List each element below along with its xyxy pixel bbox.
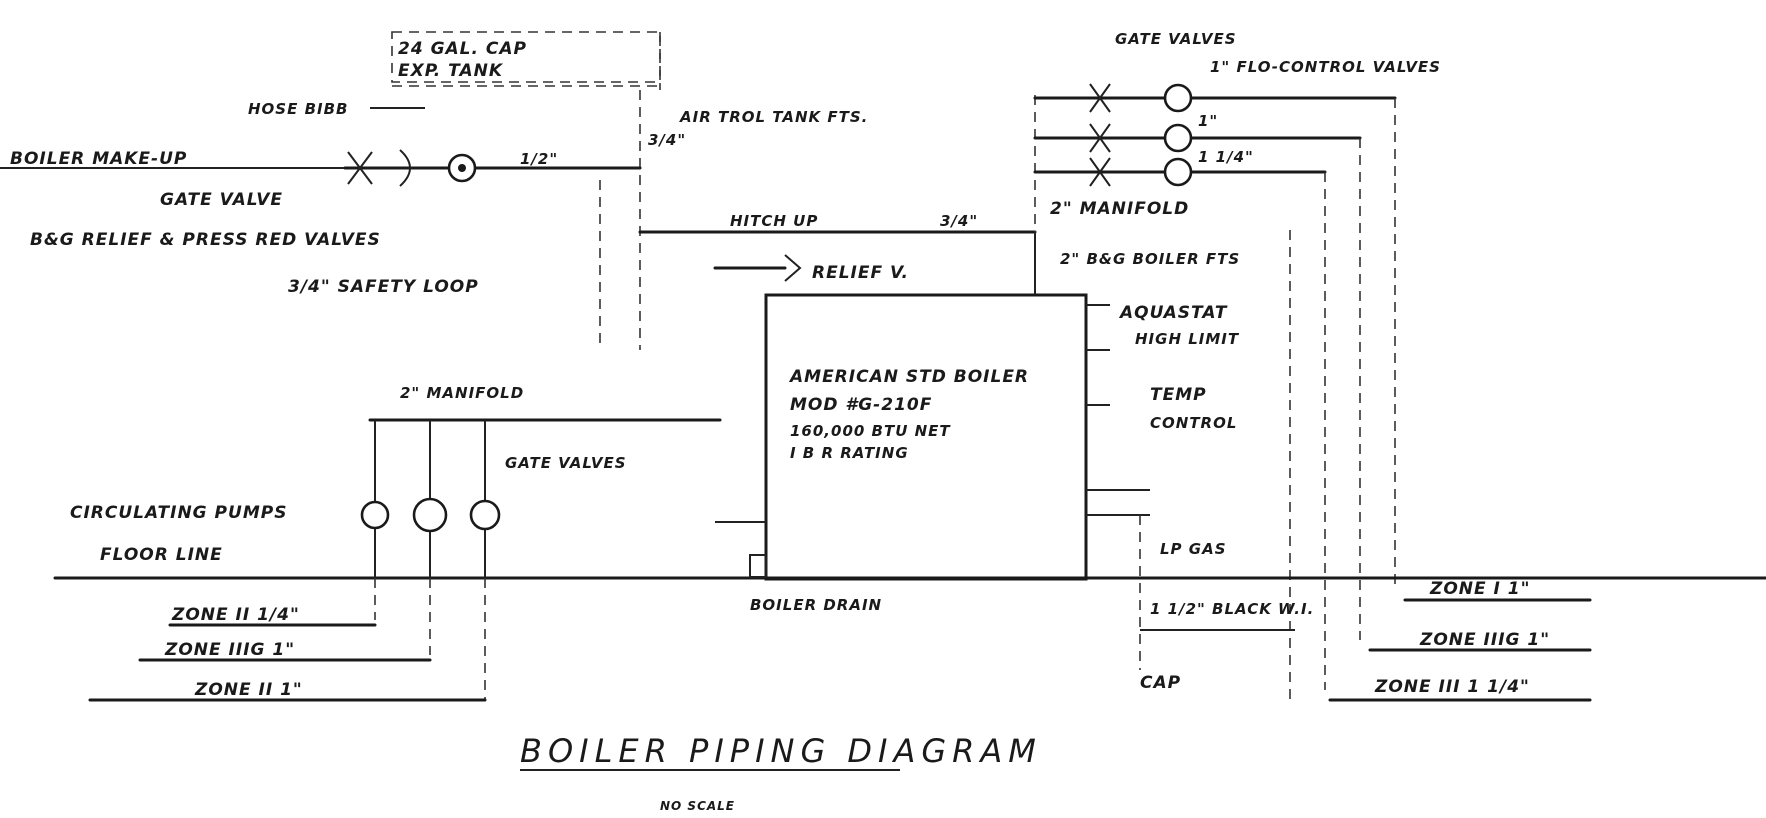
label-hitch-size: 3/4" — [940, 212, 978, 230]
circulating-pump-1-icon — [360, 500, 390, 530]
label-zone-r3: ZONE III 1 1/4" — [1374, 677, 1530, 697]
gate-valve-top-2-icon — [1089, 123, 1111, 153]
label-hose-bibb: HOSE BIBB — [248, 100, 348, 118]
label-gate-valves-top: GATE VALVES — [1115, 30, 1237, 48]
label-zone-l1: ZONE II 1/4" — [171, 605, 300, 625]
label-boiler-4: I B R RATING — [790, 444, 909, 462]
gate-valve-top-3-icon — [1089, 157, 1111, 187]
label-size-1: 1" — [1198, 112, 1218, 130]
label-gate-valves-left: GATE VALVES — [505, 454, 627, 472]
diagram-subtitle: NO SCALE — [660, 799, 735, 813]
label-size-114: 1 1/4" — [1198, 148, 1254, 166]
label-lp-gas: LP GAS — [1160, 540, 1227, 558]
label-high-limit: HIGH LIMIT — [1135, 330, 1240, 348]
label-black-wi: 1 1/2" BLACK W.I. — [1150, 600, 1314, 618]
label-control: CONTROL — [1150, 414, 1237, 432]
label-hitch-up: HITCH UP — [730, 212, 818, 230]
label-relief-v: RELIEF V. — [812, 263, 909, 283]
label-temp: TEMP — [1150, 385, 1207, 405]
gate-valve-icon — [347, 151, 373, 185]
label-manifold-left: 2" MANIFOLD — [400, 384, 524, 402]
label-manifold-top: 2" MANIFOLD — [1050, 199, 1189, 219]
relief-v-icon — [784, 254, 802, 282]
label-boiler-3: 160,000 BTU NET — [790, 422, 951, 440]
label-gate-valve: GATE VALVE — [160, 190, 283, 210]
label-circ-pumps: CIRCULATING PUMPS — [70, 503, 287, 523]
boiler-drain-icon — [749, 554, 767, 578]
pressure-reducing-valve-icon — [399, 149, 411, 187]
label-aquastat: AQUASTAT — [1118, 303, 1228, 323]
label-boiler-fts: 2" B&G BOILER FTS — [1060, 250, 1240, 268]
label-makeup-size: 1/2" — [520, 150, 558, 168]
circulating-pump-2-icon — [412, 497, 448, 533]
label-cap: CAP — [1140, 673, 1181, 693]
flo-control-valve-3-icon — [1163, 157, 1193, 187]
gate-valve-top-1-icon — [1089, 83, 1111, 113]
diagram-title: BOILER PIPING DIAGRAM — [520, 732, 1042, 770]
label-zone-r1: ZONE I 1" — [1429, 579, 1530, 599]
label-relief-press: B&G RELIEF & PRESS RED VALVES — [30, 230, 381, 250]
label-boiler-2: MOD #G-210F — [790, 395, 932, 415]
label-zone-l3: ZONE II 1" — [194, 680, 303, 700]
label-boiler-makeup: BOILER MAKE-UP — [10, 149, 187, 169]
label-exp-tank: 24 GAL. CAP — [398, 39, 527, 59]
label-airtrol-size: 3/4" — [648, 131, 686, 149]
label-zone-r2: ZONE IIIG 1" — [1419, 630, 1550, 650]
circulating-pump-3-icon — [469, 499, 501, 531]
label-airtrol: AIR TROL TANK FTS. — [679, 108, 868, 126]
label-zone-l2: ZONE IIIG 1" — [164, 640, 295, 660]
label-floor-line: FLOOR LINE — [100, 545, 223, 565]
label-exp-tank-2: EXP. TANK — [398, 61, 504, 81]
label-flo-control: 1" FLO-CONTROL VALVES — [1210, 58, 1441, 76]
flo-control-valve-2-icon — [1163, 123, 1193, 153]
flo-control-valve-1-icon — [1163, 83, 1193, 113]
label-boiler-1: AMERICAN STD BOILER — [788, 367, 1029, 387]
label-boiler-drain: BOILER DRAIN — [750, 596, 882, 614]
label-safety-loop: 3/4" SAFETY LOOP — [288, 277, 479, 297]
